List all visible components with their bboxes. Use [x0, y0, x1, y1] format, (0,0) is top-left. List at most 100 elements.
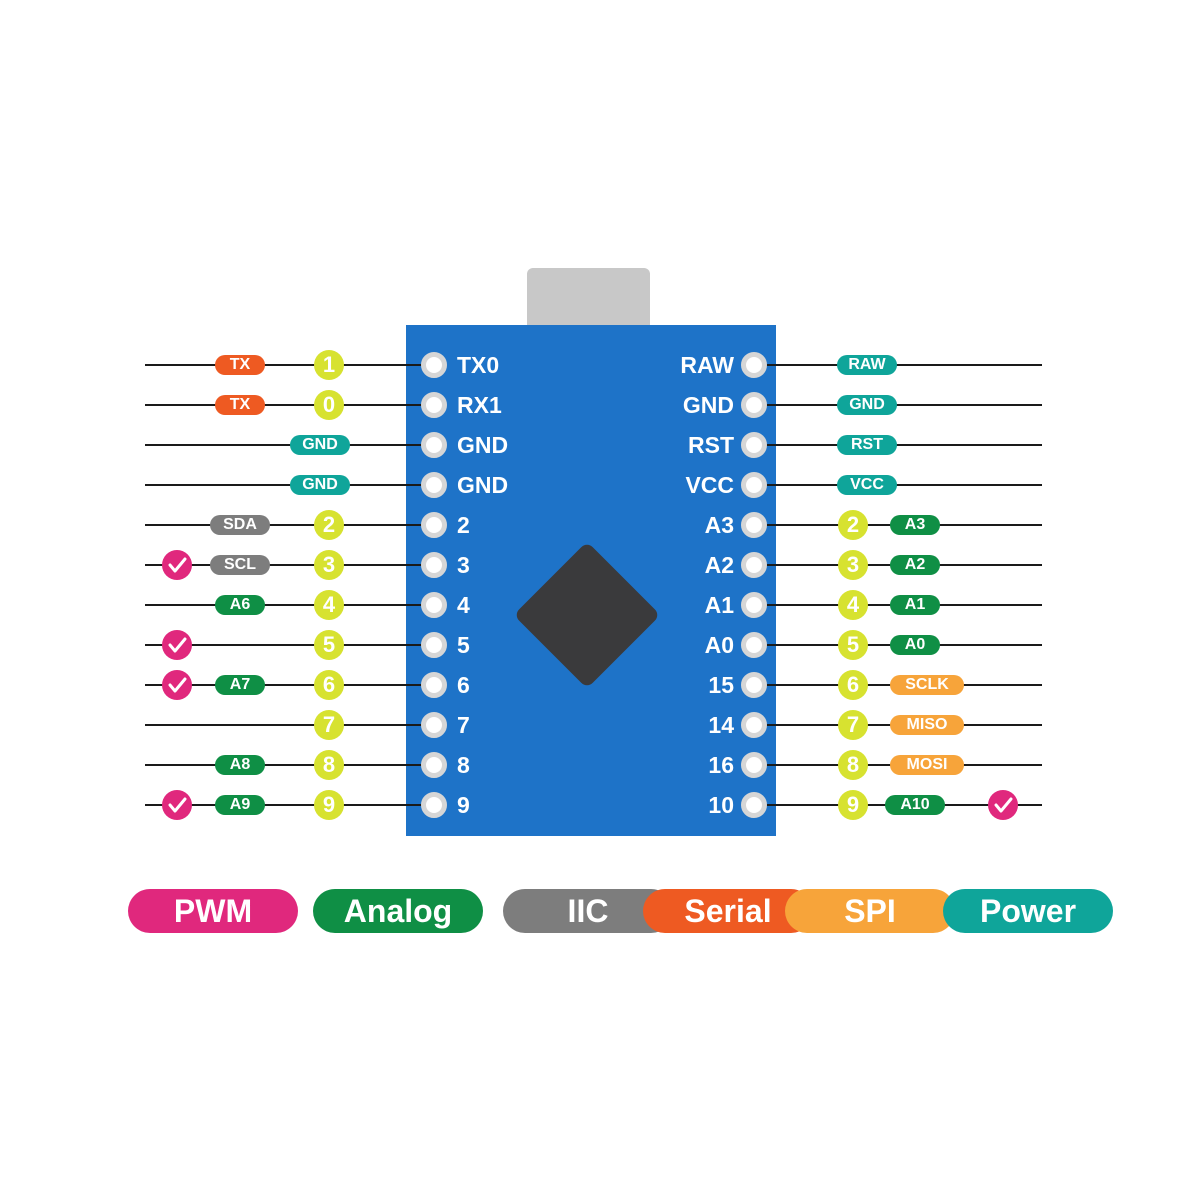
board-pin-label: 7	[457, 712, 470, 738]
board-pin-label: 3	[457, 552, 470, 578]
board-pin-label: GND	[457, 432, 509, 458]
pin-number: 5	[838, 630, 868, 660]
pwm-check-badge	[162, 790, 192, 820]
pin-number: 8	[314, 750, 344, 780]
wire-right	[754, 364, 1042, 366]
pin-hole	[421, 552, 447, 578]
pin-number: 3	[838, 550, 868, 580]
pin-tag-analog: A1	[890, 595, 940, 615]
check-icon	[168, 797, 187, 813]
check-icon	[994, 797, 1013, 813]
pin-hole	[741, 632, 767, 658]
pin-hole	[421, 792, 447, 818]
pin-number: 7	[838, 710, 868, 740]
board-pin-label: 8	[457, 752, 470, 778]
pin-number: 6	[838, 670, 868, 700]
wire-left	[145, 404, 430, 406]
pin-tag-analog: A0	[890, 635, 940, 655]
pin-number: 9	[838, 790, 868, 820]
legend-pwm: PWM	[128, 889, 298, 933]
board-pin-label: GND	[457, 472, 509, 498]
pin-tag-power: GND	[290, 475, 350, 495]
wire-left	[145, 644, 430, 646]
wire-left	[145, 764, 430, 766]
board-pin-label: 15	[708, 672, 734, 698]
pin-number: 0	[314, 390, 344, 420]
board-pin-label: RX1	[457, 392, 502, 418]
board-pin-label: 4	[457, 592, 470, 618]
pin-number: 8	[838, 750, 868, 780]
pin-tag-serial: TX	[215, 395, 265, 415]
board-pin-label: RAW	[680, 352, 734, 378]
pin-tag-power: RAW	[837, 355, 897, 375]
pin-hole	[741, 432, 767, 458]
pin-hole	[421, 512, 447, 538]
legend-serial: Serial	[643, 889, 813, 933]
pin-tag-analog: A9	[215, 795, 265, 815]
pin-tag-analog: A7	[215, 675, 265, 695]
pin-hole	[741, 672, 767, 698]
board-pin-label: TX0	[457, 352, 500, 378]
pin-hole	[421, 592, 447, 618]
pin-tag-analog: A3	[890, 515, 940, 535]
pin-number: 4	[314, 590, 344, 620]
board-pin-label: A0	[704, 632, 734, 658]
check-icon	[168, 557, 187, 573]
pin-tag-serial: TX	[215, 355, 265, 375]
board-pin-label: A2	[704, 552, 734, 578]
pin-number: 9	[314, 790, 344, 820]
board-pin-label: RST	[688, 432, 734, 458]
pin-number: 3	[314, 550, 344, 580]
pin-hole	[421, 672, 447, 698]
pin-hole	[421, 712, 447, 738]
wire-left	[145, 684, 430, 686]
pin-tag-iic: SCL	[210, 555, 270, 575]
wire-left	[145, 604, 430, 606]
pin-tag-spi: MOSI	[890, 755, 964, 775]
wire-left	[145, 564, 430, 566]
wire-left	[145, 724, 430, 726]
wire-right	[754, 444, 1042, 446]
pin-number: 7	[314, 710, 344, 740]
pwm-check-badge	[162, 670, 192, 700]
pin-hole	[741, 392, 767, 418]
pwm-check-badge	[162, 630, 192, 660]
pin-tag-power: RST	[837, 435, 897, 455]
pwm-check-badge	[162, 550, 192, 580]
board-pin-label: 6	[457, 672, 470, 698]
wire-left	[145, 524, 430, 526]
pin-number: 5	[314, 630, 344, 660]
board-pin-label: A3	[704, 512, 734, 538]
pin-tag-analog: A2	[890, 555, 940, 575]
pin-tag-iic: SDA	[210, 515, 270, 535]
pin-number: 4	[838, 590, 868, 620]
pin-tag-analog: A8	[215, 755, 265, 775]
wire-left	[145, 804, 430, 806]
wire-left	[145, 484, 430, 486]
pin-tag-power: VCC	[837, 475, 897, 495]
pwm-check-badge	[988, 790, 1018, 820]
board-pin-label: 10	[708, 792, 734, 818]
legend-power: Power	[943, 889, 1113, 933]
pin-number: 6	[314, 670, 344, 700]
pin-hole	[741, 592, 767, 618]
pin-hole	[421, 472, 447, 498]
pin-hole	[741, 752, 767, 778]
pin-hole	[741, 472, 767, 498]
pin-number: 2	[314, 510, 344, 540]
pin-hole	[741, 512, 767, 538]
wire-left	[145, 364, 430, 366]
board-pin-label: GND	[682, 392, 734, 418]
pin-hole	[421, 632, 447, 658]
pin-number: 2	[838, 510, 868, 540]
board-pin-label: A1	[704, 592, 734, 618]
pin-number: 1	[314, 350, 344, 380]
wire-right	[754, 404, 1042, 406]
pin-hole	[741, 792, 767, 818]
legend-spi: SPI	[785, 889, 955, 933]
pin-hole	[741, 712, 767, 738]
board-pin-label: VCC	[685, 472, 734, 498]
wire-right	[754, 484, 1042, 486]
check-icon	[168, 637, 187, 653]
